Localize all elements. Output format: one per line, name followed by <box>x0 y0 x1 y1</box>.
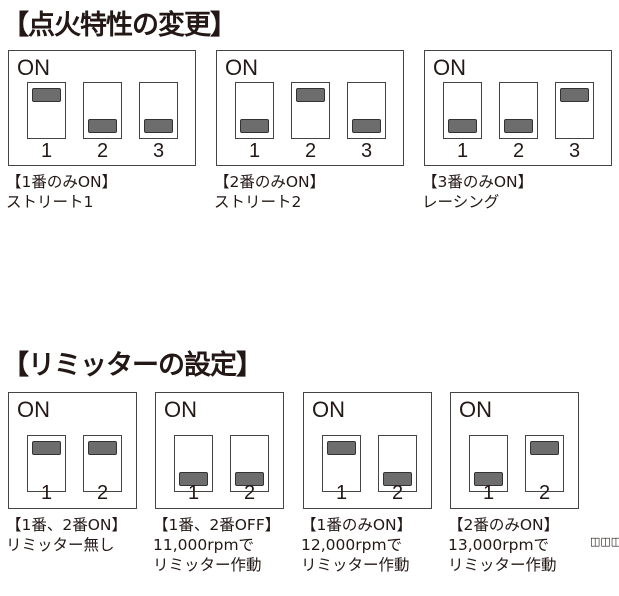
setting-caption: 【1番、2番ON】リミッター無し <box>6 515 127 555</box>
switch-number: 1 <box>40 482 53 504</box>
switch-number: 1 <box>248 140 261 162</box>
caption-line: 【1番、2番OFF】 <box>153 516 281 534</box>
dip-switch-2 <box>499 82 538 139</box>
switch-number: 2 <box>96 140 109 162</box>
switch-number: 1 <box>187 482 200 504</box>
caption-line: 12,000rpmで <box>301 536 403 554</box>
dip-switch-1 <box>174 435 213 492</box>
switch-number: 3 <box>360 140 373 162</box>
caption-line: リミッター無し <box>6 536 115 554</box>
section-title: 【点火特性の変更】 <box>2 10 237 41</box>
caption-line: レーシング <box>422 193 500 211</box>
dip-switch-box: ON 1 2 3 <box>424 50 612 166</box>
switch-knob <box>530 441 559 455</box>
dip-switch-box: ON 1 2 <box>450 392 579 509</box>
switch-number: 1 <box>482 482 495 504</box>
switch-knob <box>179 472 208 486</box>
switch-knob <box>448 119 477 133</box>
setting-caption: 【1番のみON】ストリート1 <box>6 172 117 212</box>
dip-switch-box: ON 1 2 3 <box>8 50 196 166</box>
caption-line: 【2番のみON】 <box>448 516 560 534</box>
switch-knob <box>88 441 117 455</box>
setting-caption: 【2番のみON】ストリート2 <box>214 172 325 212</box>
setting-caption: 【2番のみON】 13,000rpmでリミッター作動 <box>448 515 559 575</box>
dip-switch-2 <box>83 435 122 492</box>
switch-number: 3 <box>568 140 581 162</box>
switch-knob <box>296 88 325 102</box>
dip-switch-box: ON 1 2 <box>8 392 137 509</box>
caption-line: 11,000rpmで <box>153 536 255 554</box>
dip-switch-3 <box>139 82 178 139</box>
switch-number: 1 <box>456 140 469 162</box>
dip-switch-2 <box>291 82 330 139</box>
dip-switch-1 <box>443 82 482 139</box>
on-label: ON <box>459 397 492 422</box>
setting-caption: 【3番のみON】レーシング <box>422 172 533 212</box>
switch-knob <box>327 441 356 455</box>
section-title: 【リミッターの設定】 <box>2 350 263 381</box>
dip-switch-3 <box>555 82 594 139</box>
dip-switch-1 <box>27 435 66 492</box>
switch-number: 3 <box>152 140 165 162</box>
switch-number: 1 <box>335 482 348 504</box>
switch-number: 2 <box>304 140 317 162</box>
switch-knob <box>144 119 173 133</box>
switch-knob <box>560 88 589 102</box>
caption-line: 【1番のみON】 <box>6 173 118 191</box>
dip-switch-1 <box>469 435 508 492</box>
setting-caption: 【1番のみON】 12,000rpmでリミッター作動 <box>301 515 412 575</box>
dip-switch-2 <box>230 435 269 492</box>
on-label: ON <box>312 397 345 422</box>
caption-line: 13,000rpmで <box>448 536 550 554</box>
switch-knob <box>504 119 533 133</box>
caption-line: ストリート2 <box>214 193 302 211</box>
caption-line: 【3番のみON】 <box>422 173 534 191</box>
caption-line: 【1番、2番ON】 <box>6 516 128 534</box>
on-label: ON <box>164 397 197 422</box>
switch-number: 2 <box>512 140 525 162</box>
switch-number: 2 <box>96 482 109 504</box>
dip-switch-box: ON 1 2 <box>303 392 432 509</box>
caption-line: 【1番のみON】 <box>301 516 413 534</box>
caption-line: リミッター作動 <box>301 556 410 574</box>
dip-switch-2 <box>378 435 417 492</box>
dip-switch-1 <box>322 435 361 492</box>
connector-icon: ◫◫◫ <box>590 535 619 548</box>
on-label: ON <box>17 397 50 422</box>
switch-knob <box>32 441 61 455</box>
switch-number: 2 <box>243 482 256 504</box>
dip-switch-box: ON 1 2 3 <box>216 50 404 166</box>
switch-number: 2 <box>391 482 404 504</box>
on-label: ON <box>225 55 258 80</box>
dip-switch-box: ON 1 2 <box>155 392 284 509</box>
caption-line: リミッター作動 <box>448 556 557 574</box>
on-label: ON <box>17 55 50 80</box>
dip-switch-1 <box>235 82 274 139</box>
switch-knob <box>240 119 269 133</box>
switch-knob <box>32 88 61 102</box>
switch-knob <box>88 119 117 133</box>
caption-line: ストリート1 <box>6 193 94 211</box>
dip-switch-1 <box>27 82 66 139</box>
switch-number: 2 <box>538 482 551 504</box>
dip-switch-2 <box>525 435 564 492</box>
switch-number: 1 <box>40 140 53 162</box>
on-label: ON <box>433 55 466 80</box>
dip-switch-2 <box>83 82 122 139</box>
switch-knob <box>474 472 503 486</box>
switch-knob <box>352 119 381 133</box>
switch-knob <box>235 472 264 486</box>
caption-line: 【2番のみON】 <box>214 173 326 191</box>
dip-switch-3 <box>347 82 386 139</box>
setting-caption: 【1番、2番OFF】 11,000rpmでリミッター作動 <box>153 515 280 575</box>
caption-line: リミッター作動 <box>153 556 262 574</box>
switch-knob <box>383 472 412 486</box>
